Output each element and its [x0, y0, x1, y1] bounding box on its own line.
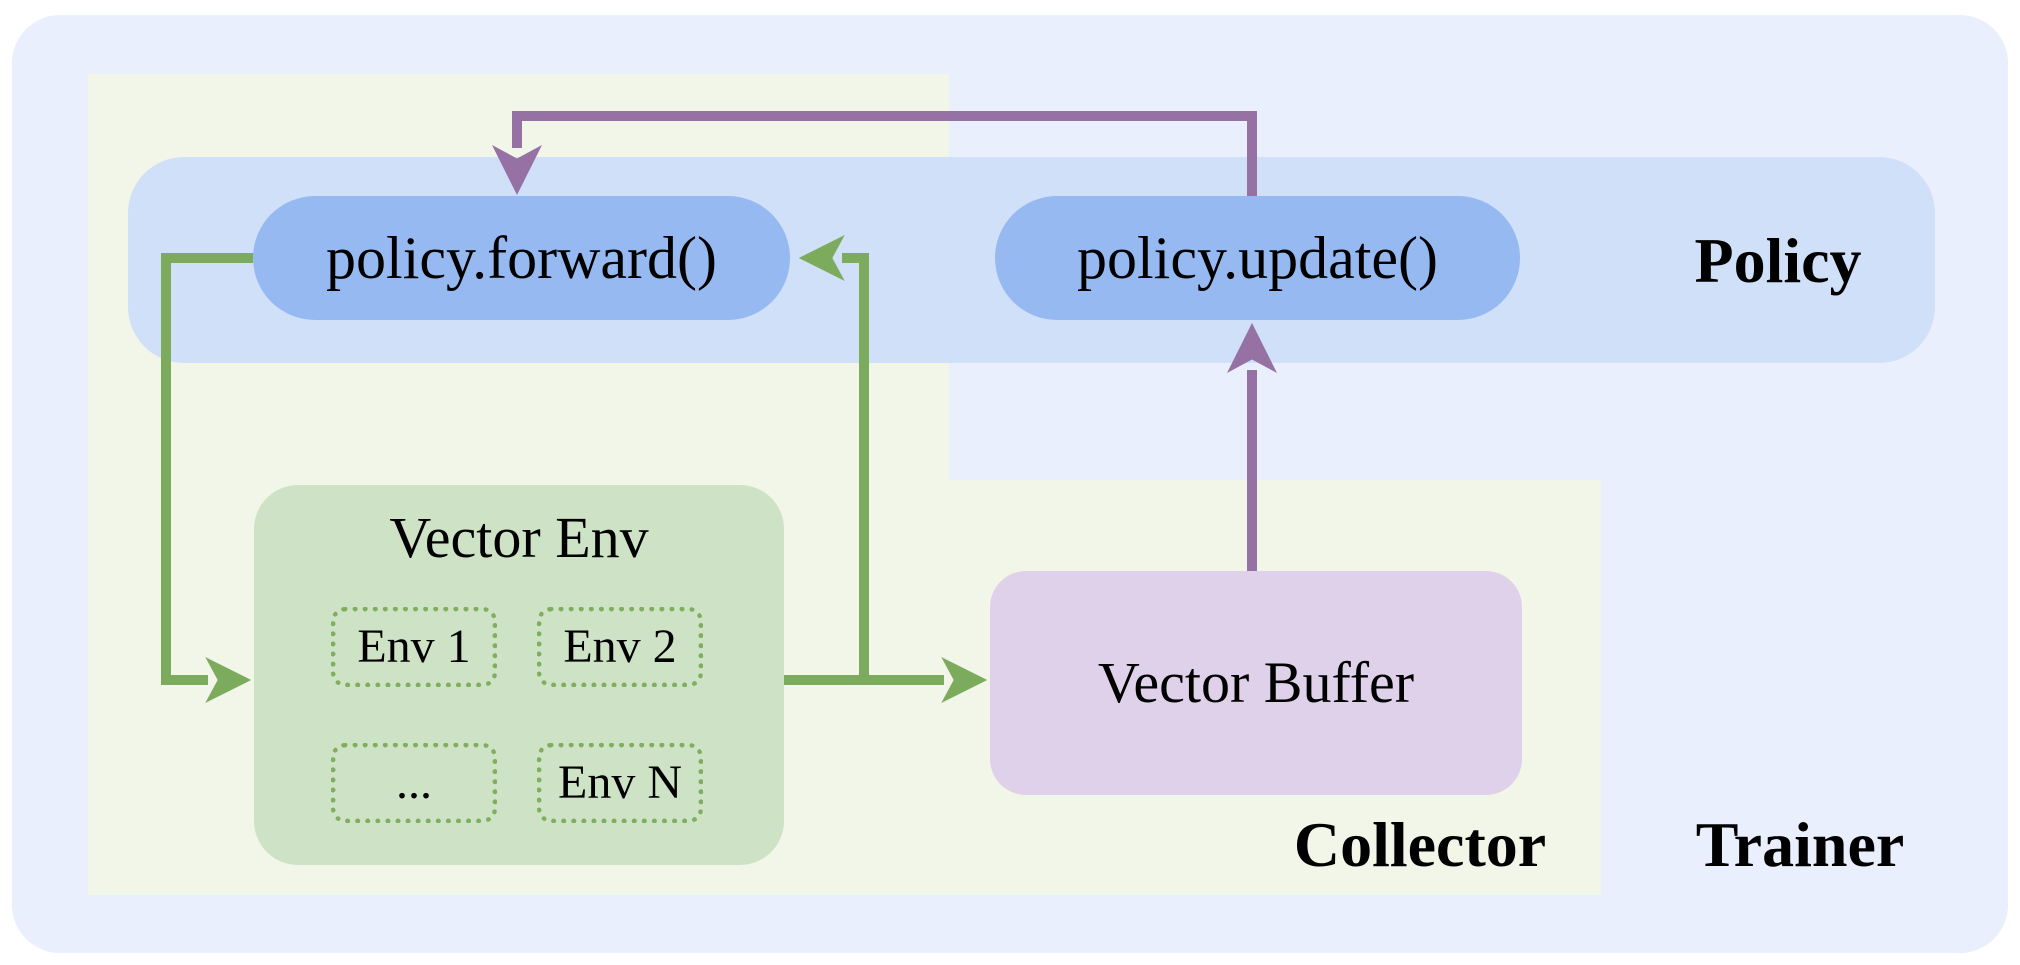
collector-region-label: Collector: [1293, 809, 1547, 880]
policy-forward-node: policy.forward(): [253, 196, 790, 320]
policy-update-node: policy.update(): [995, 196, 1520, 320]
policy-update-label: policy.update(): [1077, 225, 1438, 291]
vector-buffer-label: Vector Buffer: [1097, 650, 1415, 715]
env-cell-n-label: Env N: [558, 756, 682, 809]
vector-env-title: Vector Env: [389, 505, 649, 570]
policy-region-label: Policy: [1694, 225, 1862, 296]
vector-env-node: Vector Env Env 1 Env 2 ... Env N: [254, 485, 784, 865]
env-cell-1-label: Env 1: [357, 620, 471, 673]
env-cell-n: Env N: [537, 743, 703, 823]
env-cell-ellipsis-label: ...: [396, 756, 432, 809]
env-cell-1: Env 1: [331, 607, 497, 687]
env-cell-ellipsis: ...: [331, 743, 497, 823]
env-cell-2-label: Env 2: [563, 620, 677, 673]
policy-forward-label: policy.forward(): [326, 225, 717, 291]
vector-buffer-node: Vector Buffer: [990, 571, 1522, 795]
trainer-region-label: Trainer: [1695, 809, 1905, 880]
env-cell-2: Env 2: [537, 607, 703, 687]
